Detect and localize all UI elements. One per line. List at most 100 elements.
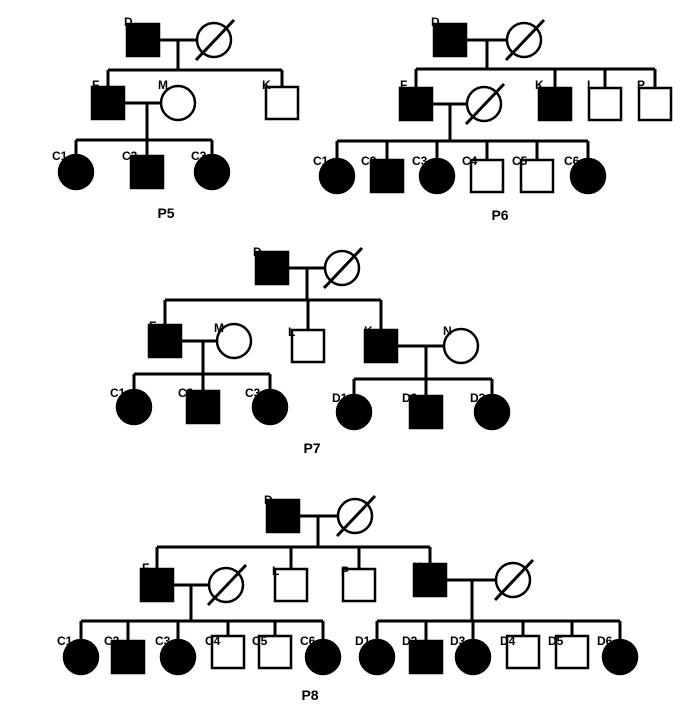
unaffected-male-l-square xyxy=(587,86,623,122)
unaffected-female-n-circle xyxy=(442,327,480,365)
affected-female-d6-circle xyxy=(601,638,639,676)
affected-male-d2-square xyxy=(408,639,444,675)
individual-label-p: P xyxy=(637,78,645,92)
individual-label-c6: C6 xyxy=(300,634,316,648)
individual-label-c2: C2 xyxy=(122,149,138,163)
affected-female-c1-circle xyxy=(62,638,100,676)
affected-male-c2-square xyxy=(369,158,405,194)
affected-male-k-square xyxy=(363,328,399,364)
affected-female-c3-circle xyxy=(251,388,289,426)
individual-label-c6: C6 xyxy=(564,154,580,168)
affected-male-k-square xyxy=(537,86,573,122)
unaffected-male-k-square xyxy=(264,85,300,121)
individual-label-c2: C2 xyxy=(104,634,120,648)
individual-label-f: F xyxy=(149,319,156,333)
affected-male-d-square xyxy=(265,498,301,534)
affected-female-c6-circle xyxy=(304,638,342,676)
unaffected-male-c5-square xyxy=(519,158,555,194)
individual-label-c1: C1 xyxy=(110,386,126,400)
individual-label-k: K xyxy=(535,78,544,92)
affected-female-d3-circle xyxy=(454,638,492,676)
unaffected-male-c4-square xyxy=(210,634,246,670)
unaffected-male-l-square xyxy=(273,567,309,603)
individual-label-l: L xyxy=(272,564,279,578)
affected-male-f-square xyxy=(398,86,434,122)
individual-label-d4: D4 xyxy=(500,634,516,648)
affected-male-d-square xyxy=(432,22,468,58)
deceased-slash xyxy=(504,18,546,62)
individual-label-c1: C1 xyxy=(57,634,73,648)
affected-male-f-square xyxy=(147,323,183,359)
unaffected-male-c5-square xyxy=(257,634,293,670)
pedigree-caption: P8 xyxy=(301,687,318,703)
individual-label-d6: D6 xyxy=(597,634,613,648)
individual-label-k: K xyxy=(364,324,373,338)
deceased-slash xyxy=(335,494,377,538)
individual-label-l: L xyxy=(587,78,594,92)
individual-label-d: D xyxy=(431,15,440,29)
deceased-slash xyxy=(322,246,364,290)
unaffected-male-p-square xyxy=(341,567,377,603)
deceased-slash xyxy=(464,82,506,126)
individual-label-d3: D3 xyxy=(450,634,466,648)
affected-female-c1-circle xyxy=(318,157,356,195)
individual-label-c4: C4 xyxy=(205,634,221,648)
individual-label-d2: D2 xyxy=(402,634,418,648)
pedigree-caption: P5 xyxy=(157,205,174,221)
unaffected-female-m-circle xyxy=(159,84,197,122)
individual-label-c2: C2 xyxy=(178,386,194,400)
individual-label-c2: C2 xyxy=(361,154,377,168)
affected-male-d-square xyxy=(125,22,161,58)
pedigree-caption: P7 xyxy=(303,440,320,456)
unaffected-male-p-square xyxy=(637,86,673,122)
affected-male-f-square xyxy=(139,567,175,603)
individual-label-d2: D2 xyxy=(402,391,418,405)
individual-label-c5: C5 xyxy=(512,154,528,168)
affected-male-c2-square xyxy=(129,154,165,190)
individual-label-l: L xyxy=(288,325,295,339)
individual-label-c3: C3 xyxy=(191,149,207,163)
unaffected-male-d5-square xyxy=(554,634,590,670)
individual-label-d: D xyxy=(124,15,133,29)
affected-female-d3-circle xyxy=(473,393,511,431)
affected-male-f-square xyxy=(90,85,126,121)
individual-label-p: P xyxy=(341,564,349,578)
affected-female-c3-circle xyxy=(193,153,231,191)
affected-male-d-square xyxy=(254,250,290,286)
deceased-slash xyxy=(493,558,535,602)
affected-male-c2-square xyxy=(185,389,221,425)
affected-female-c3-circle xyxy=(159,638,197,676)
individual-label-f: F xyxy=(142,561,149,575)
unaffected-male-d4-square xyxy=(505,634,541,670)
individual-label-f: F xyxy=(400,78,407,92)
individual-label-k: K xyxy=(262,78,271,92)
individual-label-m: M xyxy=(158,78,168,92)
affected-female-d1-circle xyxy=(358,638,396,676)
pedigree-lines xyxy=(74,38,284,156)
affected-female-d1-circle xyxy=(335,393,373,431)
affected-male-d2-square xyxy=(408,394,444,430)
pedigree-lines xyxy=(79,514,622,641)
deceased-slash xyxy=(206,563,248,607)
individual-label-d: D xyxy=(264,493,273,507)
individual-label-c3: C3 xyxy=(412,154,428,168)
individual-label-m: M xyxy=(214,321,224,335)
unaffected-male-l-square xyxy=(290,328,326,364)
affected-female-c6-circle xyxy=(569,157,607,195)
individual-label-d: D xyxy=(253,245,262,259)
individual-label-d3: D3 xyxy=(470,391,486,405)
pedigree-lines xyxy=(132,266,494,396)
individual-label-d1: D1 xyxy=(355,634,371,648)
individual-label-f: F xyxy=(92,78,99,92)
individual-label-n: N xyxy=(443,324,452,338)
affected-female-c1-circle xyxy=(115,388,153,426)
pedigree-lines xyxy=(335,38,657,160)
individual-label-c3: C3 xyxy=(245,386,261,400)
individual-label-k: K xyxy=(413,560,422,574)
pedigree-caption: P6 xyxy=(491,207,508,223)
